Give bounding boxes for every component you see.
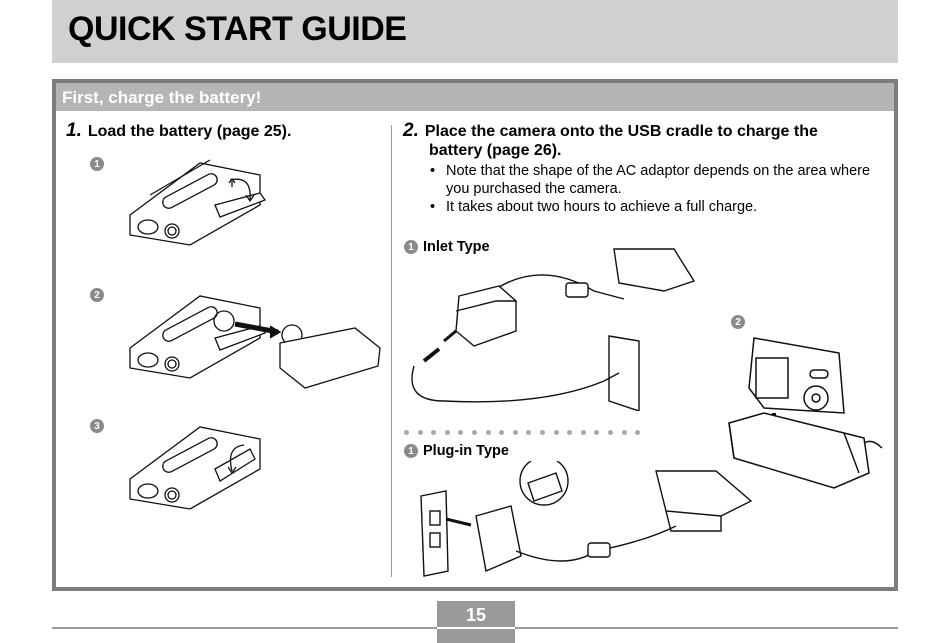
page-number: 15 bbox=[437, 601, 515, 643]
camera-marker: 2 bbox=[731, 315, 745, 329]
battery-insert-illustration bbox=[120, 288, 385, 398]
figure-marker-2: 2 bbox=[90, 288, 104, 302]
charge-battery-panel: First, charge the battery! 1. Load the ba… bbox=[52, 79, 898, 591]
page-title: QUICK START GUIDE bbox=[68, 10, 407, 48]
battery-cover-close-illustration bbox=[120, 419, 270, 514]
figure-marker-3: 3 bbox=[90, 419, 104, 433]
panel-heading: First, charge the battery! bbox=[56, 83, 894, 111]
figure-marker-1: 1 bbox=[90, 157, 104, 171]
note-item: Note that the shape of the AC adaptor de… bbox=[426, 162, 896, 198]
step-2-heading: 2. Place the camera onto the USB cradle t… bbox=[403, 120, 893, 160]
step-1-number: 1. bbox=[66, 120, 82, 141]
step-1-text: Load the battery (page 25). bbox=[87, 123, 292, 140]
plugin-type-label: 1 Plug-in Type bbox=[404, 443, 509, 459]
step-2-text-line1: Place the camera onto the USB cradle to … bbox=[424, 123, 818, 140]
title-bar: QUICK START GUIDE bbox=[52, 0, 898, 63]
column-divider bbox=[391, 125, 392, 577]
inlet-type-label: 1 Inlet Type bbox=[404, 239, 490, 255]
plugin-type-illustration bbox=[416, 461, 776, 581]
step-2-text-line2: battery (page 26). bbox=[429, 142, 562, 159]
note-item: It takes about two hours to achieve a fu… bbox=[426, 198, 896, 216]
inlet-type-illustration bbox=[404, 241, 704, 411]
plugin-type-text: Plug-in Type bbox=[423, 443, 509, 459]
step-2-notes: Note that the shape of the AC adaptor de… bbox=[426, 162, 896, 216]
battery-cover-open-illustration bbox=[120, 155, 270, 250]
inlet-type-text: Inlet Type bbox=[423, 239, 490, 255]
step-2-number: 2. bbox=[403, 120, 419, 141]
step-1-heading: 1. Load the battery (page 25). bbox=[66, 120, 291, 142]
plugin-marker: 1 bbox=[404, 444, 418, 458]
page-number-divider bbox=[437, 627, 515, 629]
camera-marker-label: 2 bbox=[731, 315, 745, 329]
section-separator-dots bbox=[404, 430, 641, 435]
inlet-marker: 1 bbox=[404, 240, 418, 254]
camera-cradle-illustration bbox=[724, 328, 884, 493]
